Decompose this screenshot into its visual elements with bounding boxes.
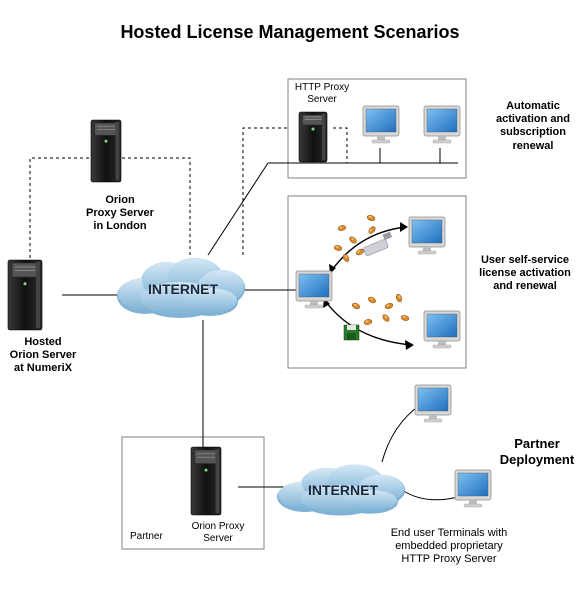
- license-item-icon: [342, 254, 350, 262]
- label-line: Server: [307, 94, 337, 105]
- orion-proxy-london-label: Orion Proxy Server in London: [60, 194, 180, 234]
- label-line: license activation: [479, 267, 571, 280]
- license-item-icon: [368, 296, 376, 304]
- label-line: Hosted: [24, 336, 62, 348]
- self-service-scenario-label: User self-service license activation and…: [472, 254, 578, 294]
- label-line: activation and: [496, 113, 570, 126]
- usb-stick-icon: [363, 231, 393, 256]
- dashed-link-http-proxy-to-lan: [333, 127, 348, 163]
- monitor-icon: [295, 270, 333, 309]
- internet-cloud-partner: INTERNET: [277, 464, 405, 516]
- label-line: renewal: [512, 139, 554, 152]
- floppy-disk-icon: [343, 324, 360, 341]
- label-line: in London: [93, 220, 147, 233]
- label-line: and renewal: [493, 280, 557, 293]
- license-item-icon: [382, 314, 390, 322]
- cloud-label: INTERNET: [148, 281, 218, 297]
- automatic-scenario-label: Automatic activation and subscription re…: [488, 100, 578, 153]
- internet-cloud-main: INTERNET: [117, 258, 245, 318]
- label-line: Deployment: [499, 451, 575, 467]
- self-service-arrows: [325, 226, 413, 346]
- cloud-label: INTERNET: [308, 482, 378, 498]
- link-cloud2-to-terminal-2: [401, 489, 459, 501]
- label-line: at NumeriX: [13, 362, 73, 375]
- partner-group-box: [121, 436, 265, 550]
- end-user-terminals-label: End user Terminals with embedded proprie…: [374, 527, 524, 567]
- partner-deployment-label: Partner Deployment: [496, 436, 578, 467]
- solid-links: [62, 148, 459, 501]
- license-item-icon: [349, 236, 357, 244]
- license-item-icon: [396, 293, 402, 303]
- label-line: Orion Server: [9, 349, 77, 362]
- license-item-icon: [384, 303, 394, 309]
- dashed-link-cloud-to-http-proxy: [242, 127, 290, 255]
- arrowhead: [400, 222, 408, 232]
- label-line: HTTP Proxy Server: [401, 553, 497, 566]
- license-item-icon: [351, 302, 361, 310]
- http-proxy-label: HTTP Proxy Server: [292, 82, 352, 106]
- partner-orion-proxy-label: Orion Proxy Server: [178, 521, 258, 545]
- arrow-transfer-upper: [331, 226, 407, 271]
- license-items-lower: [351, 293, 410, 325]
- monitor-icon: [423, 310, 461, 349]
- label-line: HTTP Proxy: [294, 82, 350, 93]
- self-service-group-box: [287, 195, 467, 369]
- license-items-upper: [333, 215, 376, 262]
- label-line: Proxy Server: [86, 207, 154, 220]
- license-item-icon: [356, 248, 364, 256]
- label-line: Automatic: [506, 100, 560, 112]
- link-cloud-to-http-lan: [207, 162, 269, 256]
- arrowheads: [323, 222, 414, 350]
- arrow-transfer-lower: [325, 301, 413, 346]
- hosted-orion-label: Hosted Orion Server at NumeriX: [0, 336, 88, 376]
- license-item-icon: [363, 319, 373, 325]
- label-line: End user Terminals with: [390, 527, 508, 539]
- http-proxy-server-icon: [298, 111, 328, 163]
- monitor-icon: [423, 105, 461, 144]
- partner-orion-proxy-server-icon: [190, 446, 222, 516]
- hosted-orion-server-icon: [7, 259, 43, 331]
- http-proxy-group-box: [287, 78, 467, 179]
- label-line: embedded proprietary: [395, 540, 503, 553]
- label-line: Orion Proxy: [191, 521, 245, 532]
- label-line: Orion: [105, 194, 135, 206]
- diagram-title: Hosted License Management Scenarios: [120, 22, 460, 42]
- label-line: Server: [203, 533, 233, 544]
- monitor-icon: [454, 469, 492, 508]
- label-line: Partner: [514, 436, 560, 451]
- label-line: subscription: [499, 126, 566, 139]
- license-item-icon: [337, 225, 347, 231]
- orion-proxy-london-server-icon: [90, 119, 122, 183]
- partner-label: Partner: [130, 531, 163, 542]
- license-item-icon: [368, 226, 376, 234]
- monitor-icon: [414, 384, 452, 423]
- monitor-icon: [362, 105, 400, 144]
- arrowhead: [405, 340, 414, 350]
- link-cloud2-to-terminal-1: [381, 404, 421, 463]
- label-line: User self-service: [480, 254, 570, 266]
- license-item-icon: [333, 245, 343, 251]
- license-item-icon: [400, 315, 410, 321]
- monitor-icon: [408, 216, 446, 255]
- license-item-icon: [366, 215, 376, 221]
